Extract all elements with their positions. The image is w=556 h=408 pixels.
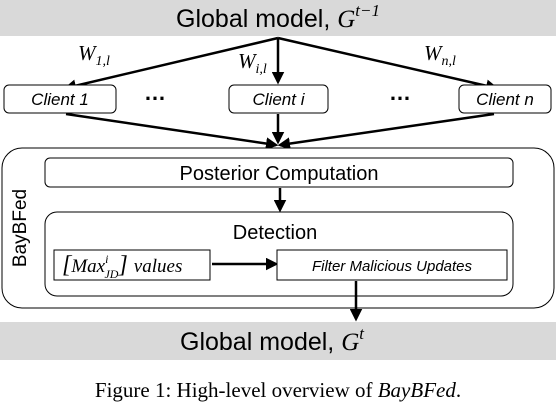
weight-label-i: Wi,l (238, 49, 267, 77)
client-1-label: Client 1 (31, 90, 89, 109)
arrow-from-client-n (277, 112, 495, 150)
client-1-box (3, 84, 117, 114)
ellipsis-right: … (389, 80, 411, 105)
posterior-box (44, 157, 514, 188)
filter-box (276, 249, 508, 281)
client-i-box (228, 84, 329, 114)
filter-label: Filter Malicious Updates (312, 258, 473, 275)
ellipsis-left: … (144, 80, 166, 105)
global-model-top-label: Global model, Gt−1 (176, 1, 380, 33)
global-model-bottom-label: Global model, Gt (180, 324, 365, 356)
client-n-box (458, 84, 552, 114)
max-jd-box (53, 249, 211, 281)
arrow-to-client-1 (63, 36, 279, 92)
baybfed-label: BayBFed (10, 189, 31, 267)
arrow-to-client-n (277, 36, 499, 92)
client-n-label: Client n (476, 90, 534, 109)
figure-caption: Figure 1: High-level overview of BayBFed… (95, 378, 461, 402)
weight-label-n: Wn,l (424, 41, 456, 69)
weight-label-1: W1,l (78, 41, 110, 69)
posterior-label: Posterior Computation (180, 163, 379, 185)
client-i-label: Client i (253, 90, 306, 109)
arrow-from-client-1 (65, 112, 279, 150)
global-model-top-bar (0, 0, 556, 36)
global-model-bottom-bar (0, 322, 556, 360)
detection-title: Detection (233, 222, 318, 244)
